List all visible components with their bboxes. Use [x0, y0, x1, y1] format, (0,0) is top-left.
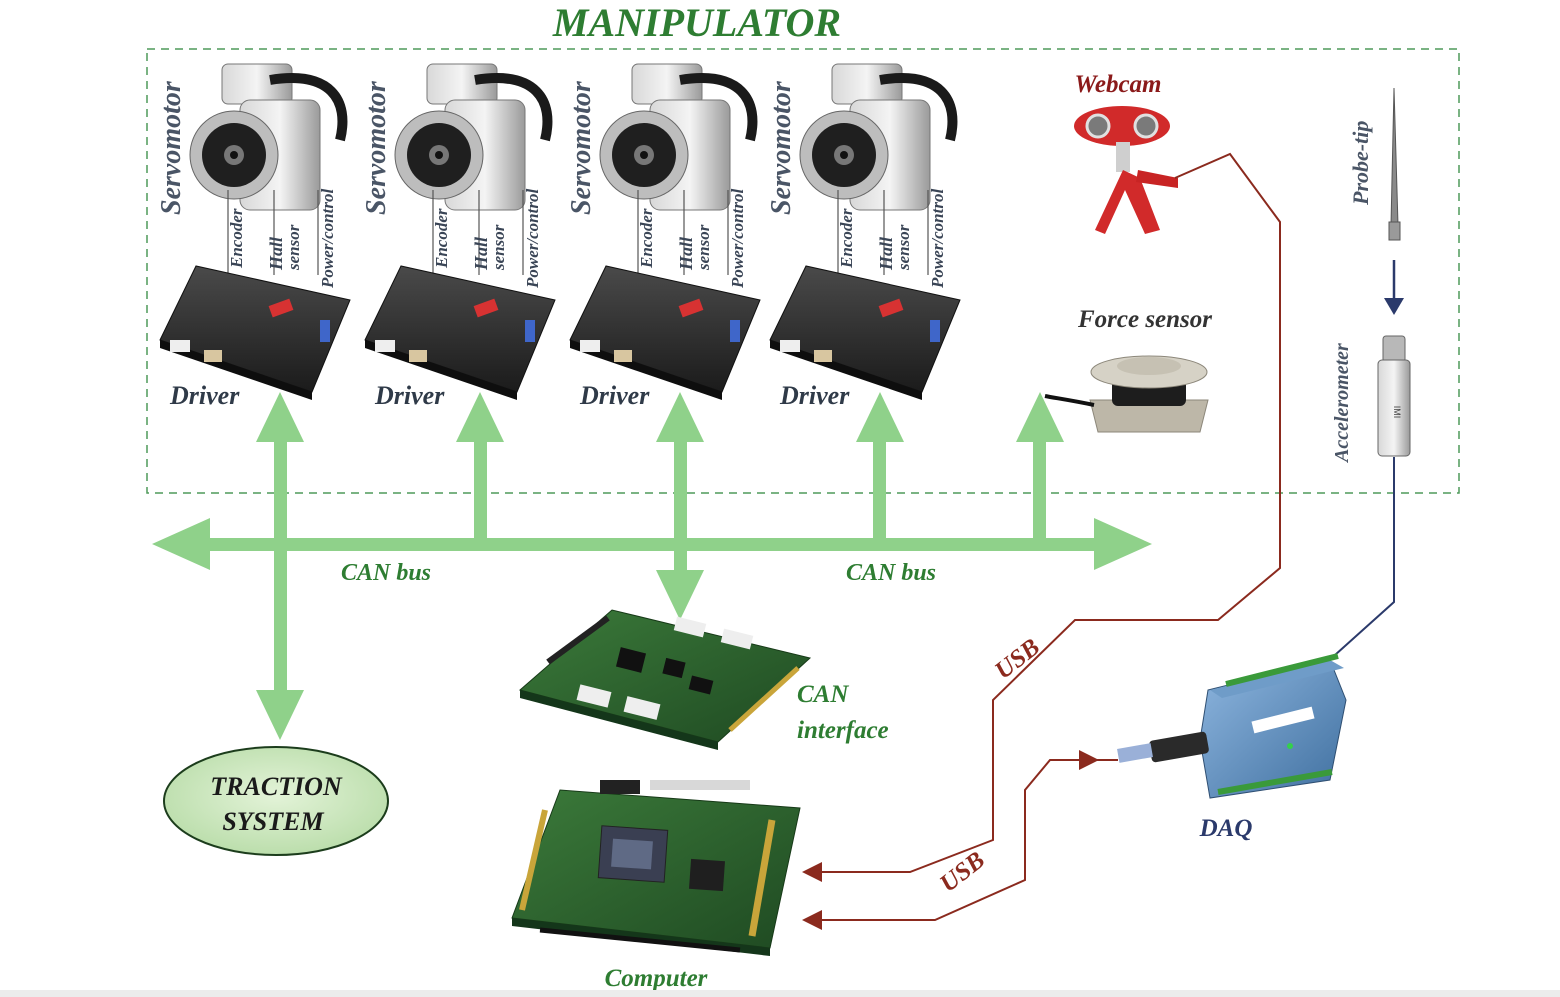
can-interface-label-2: interface	[797, 717, 889, 744]
usb-webcam-cable	[802, 152, 1281, 882]
can-interface-label-1: CAN	[797, 681, 849, 708]
webcam-label: Webcam	[1074, 71, 1161, 98]
wire-label: sensor	[694, 224, 713, 271]
driver-label: Driver	[779, 381, 850, 410]
wire-label: Encoder	[227, 208, 246, 269]
wire-label: Power/control	[318, 189, 337, 289]
wire-label: Power/control	[523, 189, 542, 289]
wire-label: sensor	[284, 224, 303, 271]
servomotor-label: Servomotor	[766, 80, 797, 215]
servomotor-label: Servomotor	[156, 80, 187, 215]
force-sensor-device: Force sensor	[1044, 306, 1212, 433]
wire-label: Power/control	[728, 189, 747, 289]
computer-board	[511, 780, 801, 956]
driver-label: Driver	[169, 381, 240, 410]
bottom-strip	[0, 990, 1560, 997]
daq-label: DAQ	[1199, 815, 1253, 842]
wire-label: Power/control	[928, 189, 947, 289]
wire-label: Hall	[471, 237, 491, 271]
can-bus-label-left: CAN bus	[341, 560, 431, 586]
wire-label: Hall	[266, 237, 286, 271]
can-bus-label-right: CAN bus	[846, 560, 936, 586]
can-bus	[152, 392, 1152, 740]
accelerometer-device: Accelerometer IMI	[1331, 335, 1411, 656]
traction-label-1: TRACTION	[210, 772, 343, 801]
wire-label: sensor	[489, 224, 508, 271]
usb-daq-cable	[802, 759, 1118, 930]
manipulator-title: MANIPULATOR	[552, 0, 841, 45]
traction-system: TRACTION SYSTEM	[163, 746, 389, 856]
wire-label: Encoder	[637, 208, 656, 269]
manipulator-frame	[146, 48, 1460, 494]
driver-label: Driver	[374, 381, 445, 410]
wire-label: Encoder	[837, 208, 856, 269]
driver-label: Driver	[579, 381, 650, 410]
wire-label: sensor	[894, 224, 913, 271]
probe-tip-label: Probe-tip	[1348, 121, 1373, 206]
accelerometer-label: Accelerometer	[1331, 343, 1353, 464]
can-interface-board	[518, 609, 812, 750]
probe-tip-device: Probe-tip	[1348, 87, 1404, 315]
force-sensor-label: Force sensor	[1077, 306, 1212, 333]
usb-label-lower: USB	[935, 847, 990, 898]
wire-label: Encoder	[432, 208, 451, 269]
computer-label: Computer	[605, 965, 708, 992]
svg-text:IMI: IMI	[1392, 406, 1402, 419]
wire-label: Hall	[676, 237, 696, 271]
traction-label-2: SYSTEM	[222, 807, 324, 836]
servomotor-label: Servomotor	[361, 80, 392, 215]
webcam-device: Webcam	[1074, 71, 1178, 234]
daq-device	[1117, 653, 1347, 799]
wire-label: Hall	[876, 237, 896, 271]
servomotor-label: Servomotor	[566, 80, 597, 215]
